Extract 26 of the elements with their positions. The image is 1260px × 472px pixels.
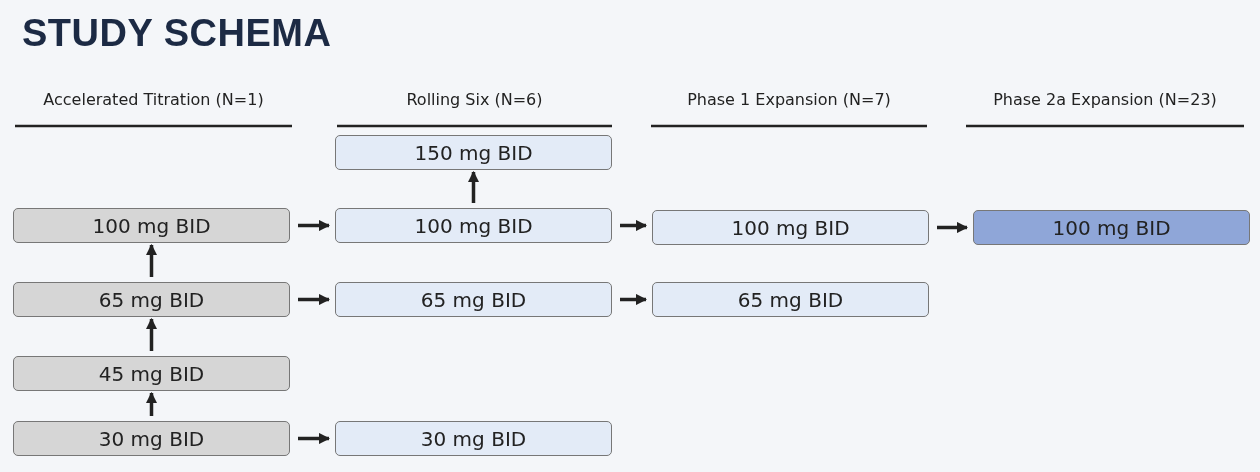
column-header: Rolling Six (N=6) bbox=[405, 90, 544, 109]
dose-box: 45 mg BID bbox=[13, 356, 290, 391]
dose-box: 100 mg BID bbox=[652, 210, 929, 245]
diagram-title: STUDY SCHEMA bbox=[22, 12, 332, 55]
dose-box: 65 mg BID bbox=[652, 282, 929, 317]
arrow bbox=[467, 170, 480, 203]
arrow bbox=[145, 391, 158, 416]
column-header: Phase 1 Expansion (N=7) bbox=[686, 90, 892, 109]
arrow bbox=[937, 221, 969, 234]
column-header: Phase 2a Expansion (N=23) bbox=[992, 90, 1218, 109]
dose-box: 65 mg BID bbox=[13, 282, 290, 317]
dose-box: 30 mg BID bbox=[13, 421, 290, 456]
arrow bbox=[298, 219, 331, 232]
dose-box: 100 mg BID bbox=[13, 208, 290, 243]
arrow bbox=[298, 432, 331, 445]
dose-box: 100 mg BID bbox=[335, 208, 612, 243]
arrow bbox=[145, 243, 158, 277]
dose-box: 65 mg BID bbox=[335, 282, 612, 317]
column-header: Accelerated Titration (N=1) bbox=[42, 90, 265, 109]
arrow bbox=[620, 293, 648, 306]
arrow bbox=[145, 317, 158, 351]
arrow bbox=[620, 219, 648, 232]
dose-box: 30 mg BID bbox=[335, 421, 612, 456]
dose-box: 100 mg BID bbox=[973, 210, 1250, 245]
dose-box: 150 mg BID bbox=[335, 135, 612, 170]
arrow bbox=[298, 293, 331, 306]
